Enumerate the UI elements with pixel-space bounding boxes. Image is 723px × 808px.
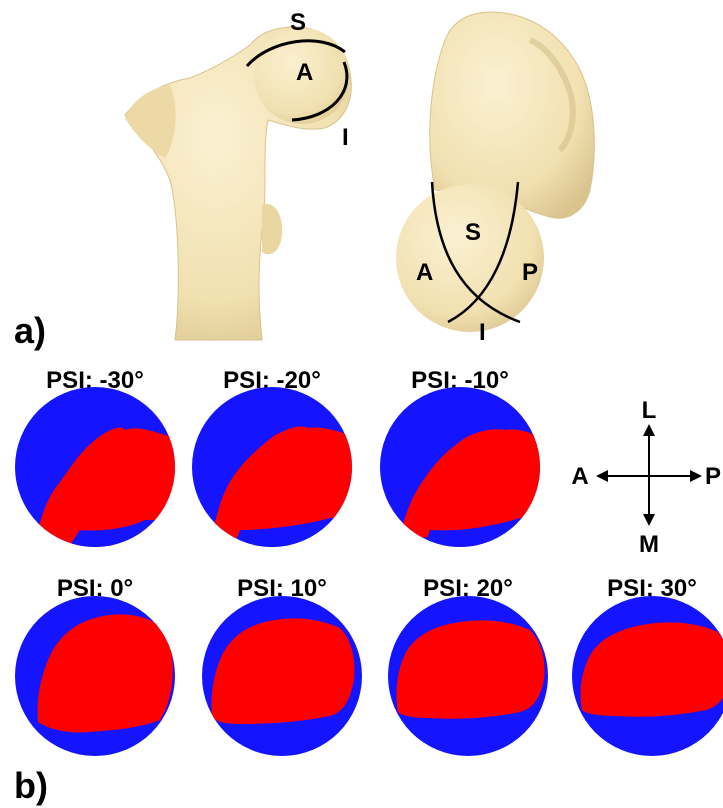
sphere-psi-30: PSI: 30° — [572, 575, 723, 756]
label-superior-head: S — [465, 219, 481, 246]
femur-lateral-view: S A I — [125, 9, 351, 340]
sphere-psi-10: PSI: 10° — [202, 575, 362, 756]
femur-head-view: S A P I — [396, 12, 594, 346]
label-superior-lateral: S — [290, 9, 306, 36]
compass-right-label: P — [705, 463, 721, 490]
sphere-psi-minus-20: PSI: -20° — [192, 367, 352, 560]
contact-spheres: PSI: -30° PSI: -20° PSI: -10° PSI: 0° PS… — [15, 367, 723, 756]
label-inferior-head: I — [479, 319, 486, 346]
panel-b-label: b) — [14, 765, 48, 806]
label-inferior-lateral: I — [342, 124, 349, 151]
sphere-psi-minus-30: PSI: -30° — [15, 367, 175, 560]
label-anterior-head: A — [416, 259, 433, 286]
label-posterior-head: P — [522, 259, 538, 286]
sphere-psi-0: PSI: 0° — [15, 575, 175, 756]
sphere-psi-20: PSI: 20° — [388, 575, 548, 756]
lesser-trochanter — [262, 204, 282, 254]
compass-up-label: L — [642, 397, 657, 424]
label-anterior-lateral: A — [296, 59, 313, 86]
greater-trochanter — [125, 85, 176, 158]
compass-down-label: M — [639, 531, 659, 558]
orientation-compass: L M A P — [571, 397, 721, 558]
panel-a-label: a) — [14, 310, 46, 351]
sphere-psi-minus-10: PSI: -10° — [380, 367, 540, 560]
femoral-head-front — [396, 184, 544, 332]
compass-left-label: A — [571, 463, 588, 490]
